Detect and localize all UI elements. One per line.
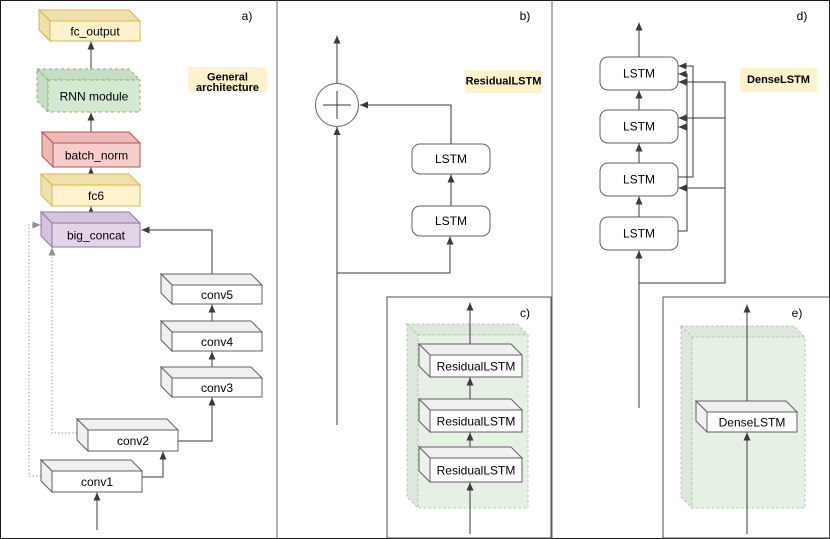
box-label: ResidualLSTM <box>437 415 516 429</box>
panel-d-tag: d) <box>797 9 808 23</box>
lstm-box-2: LSTM <box>599 162 679 197</box>
box-conv4: conv4 <box>159 319 264 353</box>
box-big-concat: big_concat <box>39 210 142 249</box>
panel-c-frame <box>386 296 552 539</box>
box-rnn-module: RNN module <box>35 67 142 114</box>
lstm2-skip-to-lstm4 <box>678 62 694 178</box>
conv5-bigconcat-arrow <box>141 226 213 274</box>
panel-b-title-highlight <box>465 70 542 93</box>
input-branch-to-lstm <box>337 236 454 274</box>
box-label: LSTM <box>435 214 467 228</box>
box-conv1: conv1 <box>39 458 144 494</box>
panel-a-tag: a) <box>242 9 253 23</box>
panel-b: b) ResidualLSTM LSTM LSTM <box>315 9 542 425</box>
box-label: conv4 <box>201 335 233 349</box>
panel-e-tag: e) <box>792 306 803 320</box>
panel-b-title: ResidualLSTM <box>466 76 542 88</box>
lstm-box-1: LSTM <box>599 216 679 251</box>
dense-lstm-box: DenseLSTM <box>694 399 799 434</box>
lstm-upper-box: LSTM <box>411 143 491 175</box>
box-label: LSTM <box>623 120 655 134</box>
box-fc6: fc6 <box>39 172 142 208</box>
panel-a-title-line1: General <box>207 72 248 84</box>
panel-c-tag: c) <box>520 306 530 320</box>
lstm-box-3: LSTM <box>599 109 679 144</box>
box-label: big_concat <box>67 229 126 243</box>
panel-d-title-highlight <box>740 68 817 92</box>
box-fc-output: fc_output <box>37 8 142 43</box>
lstm1-skip-to-lstm4 <box>678 70 688 232</box>
box-conv2: conv2 <box>75 417 180 453</box>
lstm-box-4: LSTM <box>599 56 679 91</box>
box-label: conv2 <box>117 434 149 448</box>
box-label: RNN module <box>60 90 129 104</box>
panel-a-title-line2: architecture <box>196 82 259 94</box>
panel-d-title: DenseLSTM <box>747 74 810 86</box>
panel-d: d) DenseLSTM LSTM LSTM LSTM LSTM <box>599 9 817 408</box>
panel-e: e) DenseLSTM <box>662 296 830 539</box>
box-label: conv1 <box>81 475 113 489</box>
box-batch-norm: batch_norm <box>40 130 142 169</box>
residual-lstm-box-top: ResidualLSTM <box>417 342 524 379</box>
conv2-conv3-arrow <box>178 397 216 442</box>
conv1-bigconcat-dotted-arrow <box>28 221 41 477</box>
lstm-to-sum-arrow <box>360 101 452 144</box>
box-label: conv3 <box>201 381 233 395</box>
conv2-bigconcat-dotted-arrow <box>48 247 77 434</box>
box-label: DenseLSTM <box>719 416 786 430</box>
panel-c: c) ResidualLSTM ResidualLSTM Residu <box>386 296 552 539</box>
panel-a: a) General architecture fc_output R <box>28 8 267 530</box>
box-label: LSTM <box>623 67 655 81</box>
panel-a-title-highlight <box>188 67 267 92</box>
box-label: conv5 <box>201 288 233 302</box>
box-label: LSTM <box>623 173 655 187</box>
box-label: ResidualLSTM <box>437 464 516 478</box>
box-label: fc_output <box>70 25 120 39</box>
box-conv5: conv5 <box>159 272 264 306</box>
box-label: LSTM <box>435 152 467 166</box>
plus-circle-icon <box>315 83 359 127</box>
box-conv3: conv3 <box>159 365 264 399</box>
input-skip-to-lstm4 <box>639 78 726 284</box>
box-label: batch_norm <box>65 149 128 163</box>
box-label: LSTM <box>623 227 655 241</box>
panel-b-tag: b) <box>520 9 531 23</box>
residual-lstm-box-bottom: ResidualLSTM <box>417 445 524 484</box>
lstm-lower-box: LSTM <box>411 205 491 237</box>
residual-lstm-box-middle: ResidualLSTM <box>417 397 524 434</box>
conv1-conv2-arrow <box>142 451 167 478</box>
box-label: fc6 <box>88 189 104 203</box>
box-label: ResidualLSTM <box>437 360 516 374</box>
